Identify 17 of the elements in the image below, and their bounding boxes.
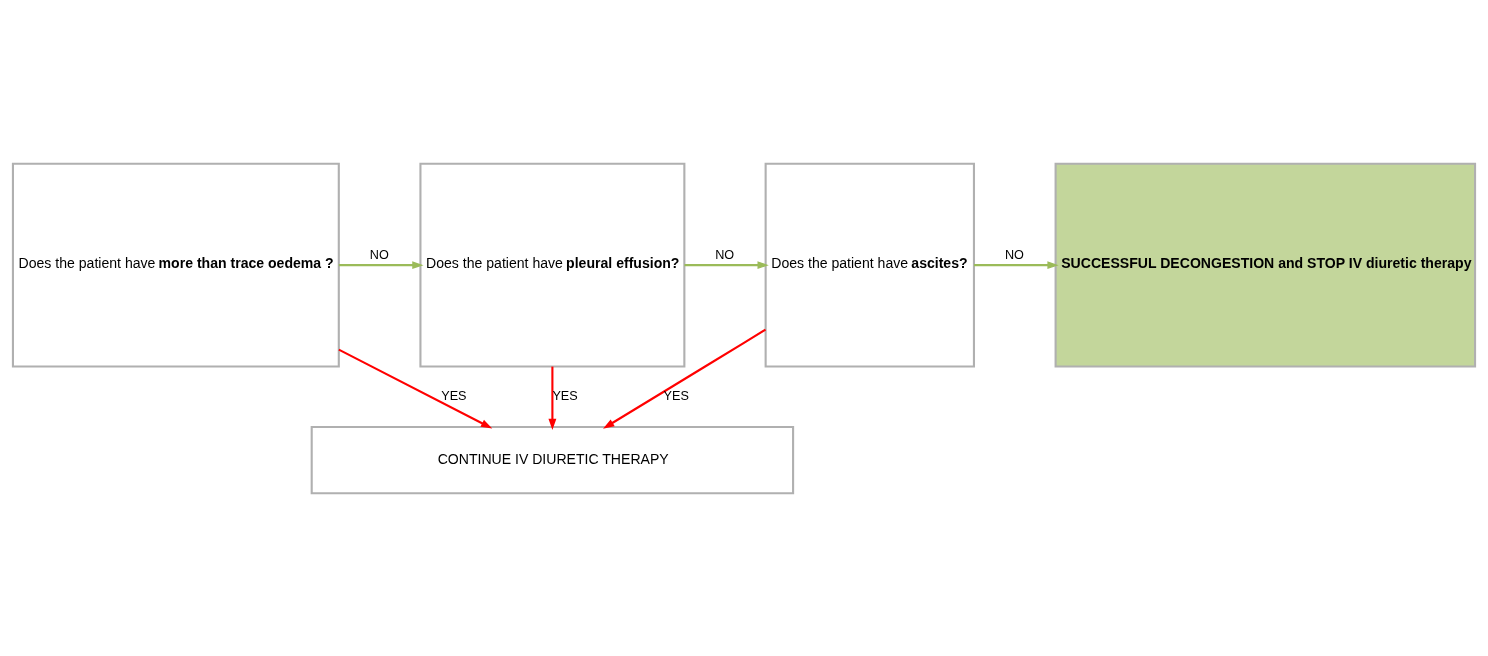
arrow [338,260,424,269]
arrow [338,348,493,428]
arrow [974,260,1059,269]
node-box: Does the patient have pleural effusion? [419,162,686,368]
edge-label: NO [715,247,735,262]
edge-label: YES [552,388,578,403]
arrow [603,328,767,429]
node-box: Does the patient have more than trace oedema ? [11,162,340,368]
arrow [548,366,557,430]
edge-label: NO [369,247,389,262]
arrow [684,260,769,269]
edge-label: YES [663,388,689,403]
edge-label: YES [441,388,467,403]
node-box: Does the patient have ascites? [764,162,975,368]
node-box: CONTINUE IV DIURETIC THERAPY [310,425,795,494]
edge-label: NO [1004,247,1024,262]
node-box: SUCCESSFUL DECONGESTION and STOP IV diuretic therapy [1054,162,1477,368]
